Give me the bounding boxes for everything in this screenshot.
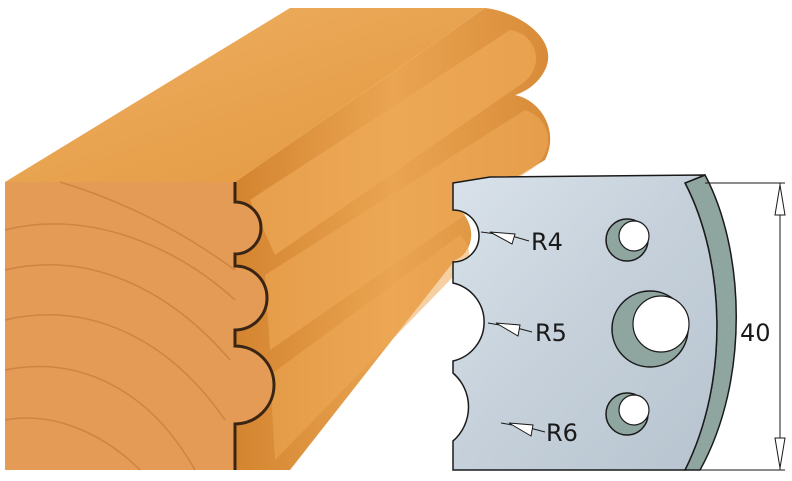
mounting-hole-center — [611, 290, 690, 368]
radius-callout-r4 — [480, 231, 530, 245]
radius-label-r4: R4 — [531, 228, 563, 256]
bead-ridge-3 — [270, 235, 470, 460]
bead-ridge-2 — [265, 110, 549, 350]
wood-end-face — [5, 182, 274, 470]
mounting-hole-top — [605, 218, 650, 262]
wood-moulding — [4, 8, 551, 471]
growth-rings — [4, 181, 236, 471]
knife-body — [452, 174, 718, 471]
wood-top-face — [5, 8, 485, 182]
height-dimension — [690, 182, 786, 471]
bead-ridge-1 — [250, 30, 537, 255]
profile-knife: R4 R5 R6 — [452, 174, 737, 471]
profile-outline — [233, 182, 276, 470]
dimension-label-40: 40 — [740, 319, 771, 347]
radius-label-r5: R5 — [535, 319, 567, 347]
dimension-label-bg — [738, 316, 778, 348]
radius-callout-r6 — [500, 422, 546, 437]
radius-label-r6: R6 — [546, 419, 578, 447]
mounting-hole-bottom — [605, 392, 650, 436]
radius-callout-r5 — [487, 322, 533, 337]
